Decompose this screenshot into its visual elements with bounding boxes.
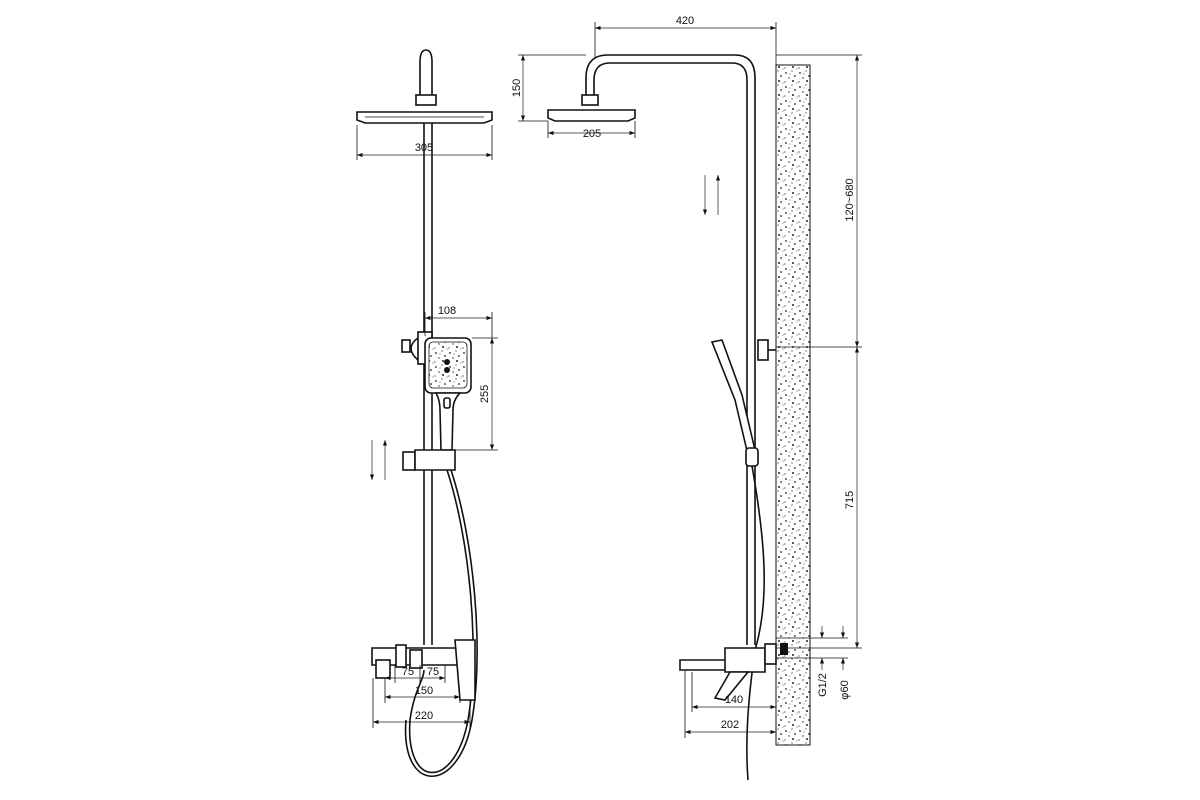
slider-knob (402, 451, 416, 471)
dim-offset-right: 75 (427, 666, 439, 678)
dim-thread: G1/2 (817, 673, 829, 697)
dim-rail-adjust: 120~680 (844, 178, 856, 221)
escutcheon (764, 643, 777, 665)
dim-mixer-width: 220 (415, 710, 433, 722)
dim-escutcheon: φ60 (839, 680, 851, 699)
side-view: 420 150 205 120~680 715 (511, 15, 862, 781)
dim-offset-left: 75 (402, 666, 414, 678)
dim-head-width: 305 (415, 142, 433, 154)
shower-arm (585, 54, 756, 340)
top-connector (419, 49, 433, 95)
shower-hose (408, 469, 474, 774)
side-hand-shower (710, 339, 756, 457)
head-nut (415, 94, 437, 106)
dim-arm-projection: 420 (676, 15, 694, 27)
dim-mixer-height: 715 (844, 491, 856, 509)
rain-shower-head (356, 111, 493, 124)
dim-head-drop: 150 (511, 79, 523, 97)
dim-handshower-height: 255 (479, 385, 491, 403)
dim-head-depth: 205 (583, 128, 601, 140)
dim-mixer-depth: 140 (725, 694, 743, 706)
side-mixer-lever (713, 671, 750, 701)
wall-bracket (757, 339, 769, 361)
side-mixer-body (724, 647, 766, 673)
slider (414, 449, 456, 471)
dim-mixer-centers: 150 (415, 685, 433, 697)
front-view: 305 108 255 75 (356, 49, 498, 777)
mixer-lever (454, 639, 476, 701)
dim-handshower-width: 108 (438, 305, 456, 317)
side-shower-head (547, 109, 636, 122)
wall (775, 64, 811, 746)
dim-spout-projection: 202 (721, 719, 739, 731)
